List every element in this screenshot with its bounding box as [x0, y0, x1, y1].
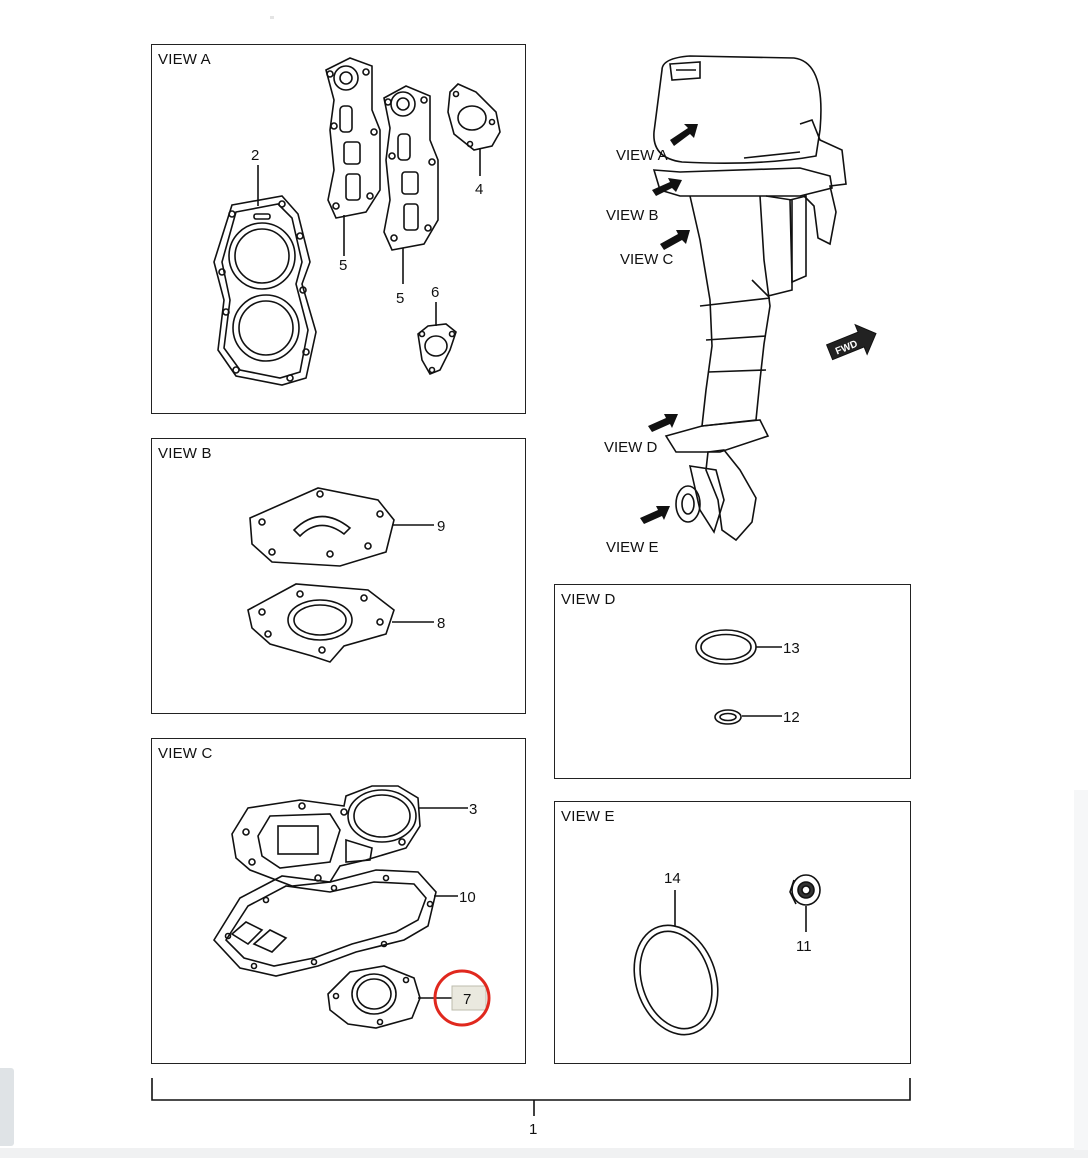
- part-label-6: 6: [431, 284, 439, 301]
- right-edge-strip: [1074, 790, 1088, 1150]
- part-label-5b: 5: [396, 290, 404, 307]
- highlight-circle: [433, 969, 491, 1027]
- part-label-2: 2: [251, 147, 259, 164]
- panel-title: VIEW A: [158, 51, 211, 68]
- arrow-view-d: [648, 414, 678, 432]
- callout-view-a: VIEW A: [616, 147, 668, 164]
- callout-view-b: VIEW B: [606, 207, 659, 224]
- bottom-band: [0, 1148, 1088, 1158]
- kit-bracket: [151, 1078, 911, 1116]
- panel-view-e: VIEW E: [554, 801, 911, 1064]
- o-ring-part-12[interactable]: [714, 709, 782, 725]
- arrow-view-c: [660, 230, 690, 250]
- gasket-part-7[interactable]: [327, 965, 458, 1029]
- arrow-view-a: [670, 124, 698, 146]
- part-label-3: 3: [469, 801, 477, 818]
- gasket-part-8[interactable]: [247, 583, 434, 663]
- panel-view-d: VIEW D: [554, 584, 911, 779]
- arrow-view-b: [652, 178, 682, 196]
- part-label-13: 13: [783, 640, 800, 657]
- panel-title: VIEW B: [158, 445, 212, 462]
- part-label-5a: 5: [339, 257, 347, 274]
- o-ring-part-14[interactable]: [621, 890, 732, 1046]
- part-label-4: 4: [475, 181, 483, 198]
- gasket-part-3[interactable]: [231, 785, 468, 887]
- speck: [270, 16, 274, 19]
- panel-title: VIEW C: [158, 745, 213, 762]
- arrow-view-e: [640, 506, 670, 524]
- part-label-14: 14: [664, 870, 681, 887]
- callout-view-e: VIEW E: [606, 539, 659, 556]
- part-label-7: 7: [463, 991, 471, 1008]
- fwd-arrow-badge: FWD: [825, 323, 877, 361]
- panel-title: VIEW E: [561, 808, 615, 825]
- part-label-11: 11: [796, 938, 812, 955]
- o-ring-part-13[interactable]: [695, 629, 782, 665]
- part-label-9: 9: [437, 518, 445, 535]
- oil-seal-part-11[interactable]: [789, 874, 821, 932]
- gasket-part-6[interactable]: [417, 302, 457, 376]
- gasket-part-2[interactable]: [213, 165, 317, 386]
- side-tab[interactable]: [0, 1068, 14, 1146]
- callout-view-c: VIEW C: [620, 251, 674, 268]
- view-arrows: [640, 124, 698, 524]
- gasket-part-9[interactable]: [249, 487, 434, 567]
- part-label-1: 1: [529, 1121, 537, 1138]
- part-label-12: 12: [783, 709, 800, 726]
- callout-view-d: VIEW D: [604, 439, 658, 456]
- gasket-part-5a[interactable]: [325, 57, 381, 256]
- panel-view-b: VIEW B: [151, 438, 526, 714]
- part-label-8: 8: [437, 615, 445, 632]
- part-7-label-box: [451, 985, 487, 1011]
- gasket-part-5b[interactable]: [383, 85, 439, 284]
- outboard-motor-illustration: [652, 55, 847, 542]
- gasket-part-10[interactable]: [212, 869, 458, 977]
- gasket-part-4[interactable]: [447, 83, 501, 176]
- panel-view-a: VIEW A: [151, 44, 526, 414]
- part-label-10: 10: [459, 889, 476, 906]
- panel-title: VIEW D: [561, 591, 616, 608]
